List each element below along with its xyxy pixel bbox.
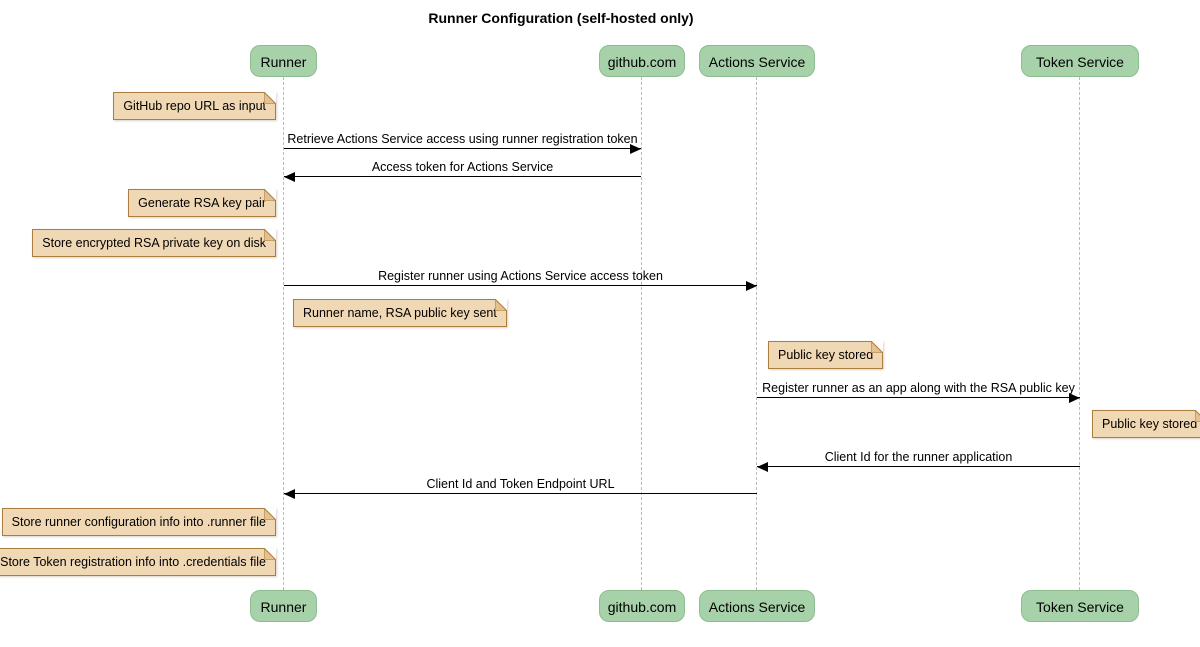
note-text: Store encrypted RSA private key on disk [42,236,266,250]
diagram-title: Runner Configuration (self-hosted only) [428,10,694,26]
note-fold-icon [264,508,276,520]
note-fold-icon [1195,410,1200,422]
participant-actions-service-top: Actions Service [699,45,815,77]
lifeline-actions-service [756,77,757,590]
note-text: Store Token registration info into .cred… [0,555,266,569]
message-label: Retrieve Actions Service access using ru… [287,132,638,146]
arrowhead-left-icon [284,172,295,182]
note-fold-icon [264,92,276,104]
participant-github-com-top: github.com [599,45,685,77]
arrowhead-right-icon [1069,393,1080,403]
note-store-runner-configuration-info: Store runner configuration info into .ru… [1,508,276,536]
message-client-id-and-token-endpoint-url: Client Id and Token Endpoint URL [284,477,757,499]
note-github-repo-url-as-input: GitHub repo URL as input [113,92,276,120]
message-client-id-for-runner-application: Client Id for the runner application [757,450,1080,472]
lifeline-token-service [1079,77,1080,590]
message-retrieve-actions-service-access: Retrieve Actions Service access using ru… [284,132,641,154]
message-label: Client Id and Token Endpoint URL [426,477,615,491]
note-fold-icon [264,548,276,560]
participant-github-com-bottom: github.com [599,590,685,622]
lifeline-runner [283,77,284,590]
message-register-runner-as-app: Register runner as an app along with the… [757,381,1080,403]
arrowhead-right-icon [746,281,757,291]
message-label: Access token for Actions Service [371,160,554,174]
arrowhead-left-icon [284,489,295,499]
note-store-token-registration-info: Store Token registration info into .cred… [0,548,276,576]
note-store-encrypted-rsa-private-key: Store encrypted RSA private key on disk [32,229,276,257]
note-generate-rsa-key-pair: Generate RSA key pair [128,189,276,217]
note-text: Runner name, RSA public key sent [303,306,497,320]
arrowhead-right-icon [630,144,641,154]
lifeline-github-com [641,77,642,590]
note-public-key-stored-actions-service: Public key stored [768,341,884,369]
message-label: Register runner using Actions Service ac… [378,269,663,283]
note-fold-icon [264,229,276,241]
note-fold-icon [264,189,276,201]
note-runner-name-rsa-public-key-sent: Runner name, RSA public key sent [293,299,507,327]
participant-token-service-top: Token Service [1021,45,1139,77]
note-text: Public key stored [1102,417,1198,431]
arrowhead-left-icon [757,462,768,472]
participant-token-service-bottom: Token Service [1021,590,1139,622]
note-public-key-stored-token-service: Public key stored [1092,410,1200,438]
message-register-runner: Register runner using Actions Service ac… [284,269,757,291]
participant-runner-top: Runner [250,45,317,77]
note-text: Public key stored [778,348,874,362]
message-access-token-for-actions-service: Access token for Actions Service [284,160,641,182]
note-fold-icon [871,341,884,353]
message-label: Client Id for the runner application [824,450,1013,464]
note-fold-icon [494,299,507,311]
message-label: Register runner as an app along with the… [762,381,1075,395]
note-text: GitHub repo URL as input [123,99,266,113]
note-text: Generate RSA key pair [138,196,266,210]
participant-actions-service-bottom: Actions Service [699,590,815,622]
participant-runner-bottom: Runner [250,590,317,622]
note-text: Store runner configuration info into .ru… [11,515,266,529]
